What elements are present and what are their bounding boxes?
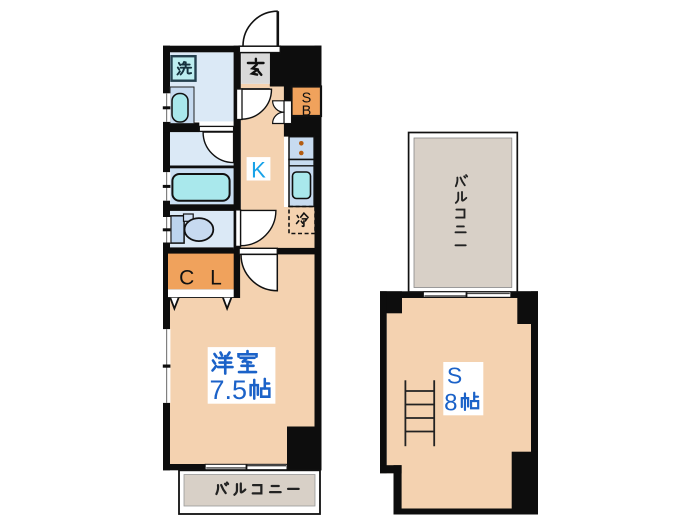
svg-text:C L: C L [179,267,227,290]
svg-text:K: K [251,158,266,183]
svg-text:S: S [447,363,462,389]
svg-text:8: 8 [444,390,457,417]
svg-text:S: S [302,91,312,107]
svg-text:7.5: 7.5 [210,375,248,405]
svg-text:B: B [302,104,312,120]
